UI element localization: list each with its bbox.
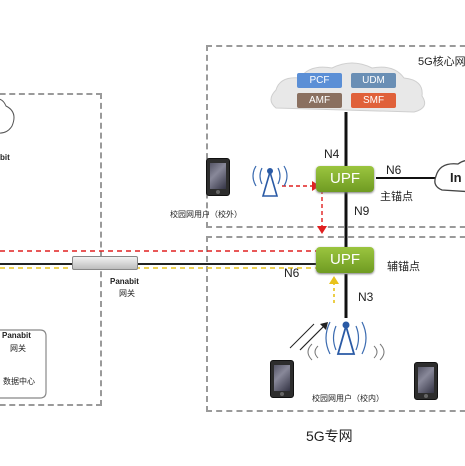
wave-right-2 [379, 343, 385, 361]
red-arrow-down [317, 226, 327, 234]
upf-aux-role: 辅锚点 [387, 261, 420, 273]
tower-offcampus [252, 165, 288, 197]
wave-left-2 [307, 343, 313, 361]
left-dc-arc [0, 329, 47, 399]
phone-offcampus [206, 158, 230, 196]
left-panabit-sub: 网关 [10, 344, 26, 353]
tower-oncampus [325, 321, 367, 355]
upf-main-role: 主锚点 [380, 191, 413, 203]
private-net-label: 5G专网 [306, 428, 353, 444]
phone-oncampus-left [270, 360, 294, 398]
core-network-zone [206, 45, 465, 228]
users-offcampus-label: 校园网用户（校外） [170, 210, 242, 219]
core-title: 5G核心网 [418, 56, 465, 68]
yellow-arrow-up [329, 276, 339, 284]
left-dc-label: 数据中心 [3, 377, 35, 386]
nf-smf: SMF [351, 93, 396, 108]
left-cloud-shape [0, 98, 15, 134]
wave-right [373, 345, 378, 359]
user-arrow-line [299, 325, 325, 351]
users-oncampus-label: 校园网用户（校内） [312, 394, 384, 403]
n4-label: N4 [324, 147, 340, 161]
panabit-gw-sub: 网关 [119, 289, 135, 298]
left-campus-zone [0, 93, 102, 406]
user-arrow-line-2 [289, 323, 315, 349]
core-cloud-shape [270, 62, 426, 113]
n6-top-label: N6 [386, 163, 402, 177]
upf-main: UPF [316, 166, 374, 192]
user-arrow-head [320, 322, 328, 330]
n9-label: N9 [354, 204, 370, 218]
internet-label: In [450, 170, 462, 185]
nf-amf: AMF [297, 93, 342, 108]
phone-oncampus-right [414, 362, 438, 400]
panabit-device [72, 256, 138, 270]
left-bit-label: bit [0, 153, 10, 162]
n6-bottom-label: N6 [284, 266, 300, 280]
nf-pcf: PCF [297, 73, 342, 88]
upf-aux: UPF [316, 247, 374, 273]
nf-udm: UDM [351, 73, 396, 88]
private-network-zone [206, 236, 465, 412]
wave-left [314, 345, 319, 359]
left-panabit-name: Panabit [2, 331, 31, 340]
internet-cloud-shape [434, 160, 465, 193]
panabit-gw-name: Panabit [110, 277, 139, 286]
n3-label: N3 [358, 290, 374, 304]
